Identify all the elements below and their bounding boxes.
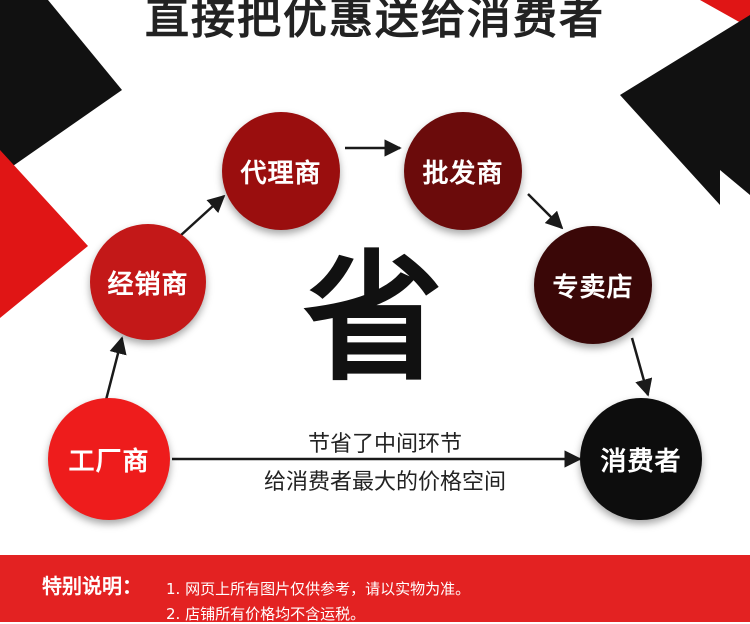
direct-path-note-1: 节省了中间环节: [307, 432, 462, 457]
left-black-triangle: [0, 0, 122, 175]
node-factory: 工厂商: [48, 398, 170, 520]
save-character: 省: [302, 238, 443, 401]
arrow-wholesaler-to-store: [527, 193, 564, 230]
node-factory-label: 工厂商: [68, 446, 150, 477]
node-consumer: 消费者: [580, 398, 702, 520]
node-distributor-label: 经销商: [107, 269, 189, 300]
node-agent: 代理商: [222, 112, 340, 230]
arrow-factory-to-distributor: [104, 336, 127, 401]
page-title: 直接把优惠送给消费者: [145, 0, 605, 44]
left-red-triangle: [0, 150, 88, 318]
node-agent-label: 代理商: [240, 158, 322, 189]
direct-path-note-2: 给消费者最大的价格空间: [263, 470, 506, 495]
node-distributor: 经销商: [90, 224, 206, 340]
footer-note-1: 1. 网页上所有图片仅供参考，请以实物为准。: [166, 580, 471, 598]
node-store: 专卖店: [534, 226, 652, 344]
right-black-triangle: [620, 15, 750, 205]
arrow-distributor-to-agent: [179, 194, 226, 237]
node-wholesaler: 批发商: [404, 112, 522, 230]
node-consumer-label: 消费者: [600, 446, 682, 477]
footer-note-2: 2. 店铺所有价格均不含运税。: [166, 605, 366, 623]
footer-label: 特别说明：: [42, 574, 142, 598]
footer-banner: [0, 555, 750, 622]
node-store-label: 专卖店: [552, 272, 634, 303]
arrow-store-to-consumer: [630, 337, 653, 397]
node-wholesaler-label: 批发商: [422, 158, 504, 189]
right-red-triangle: [700, 0, 750, 28]
